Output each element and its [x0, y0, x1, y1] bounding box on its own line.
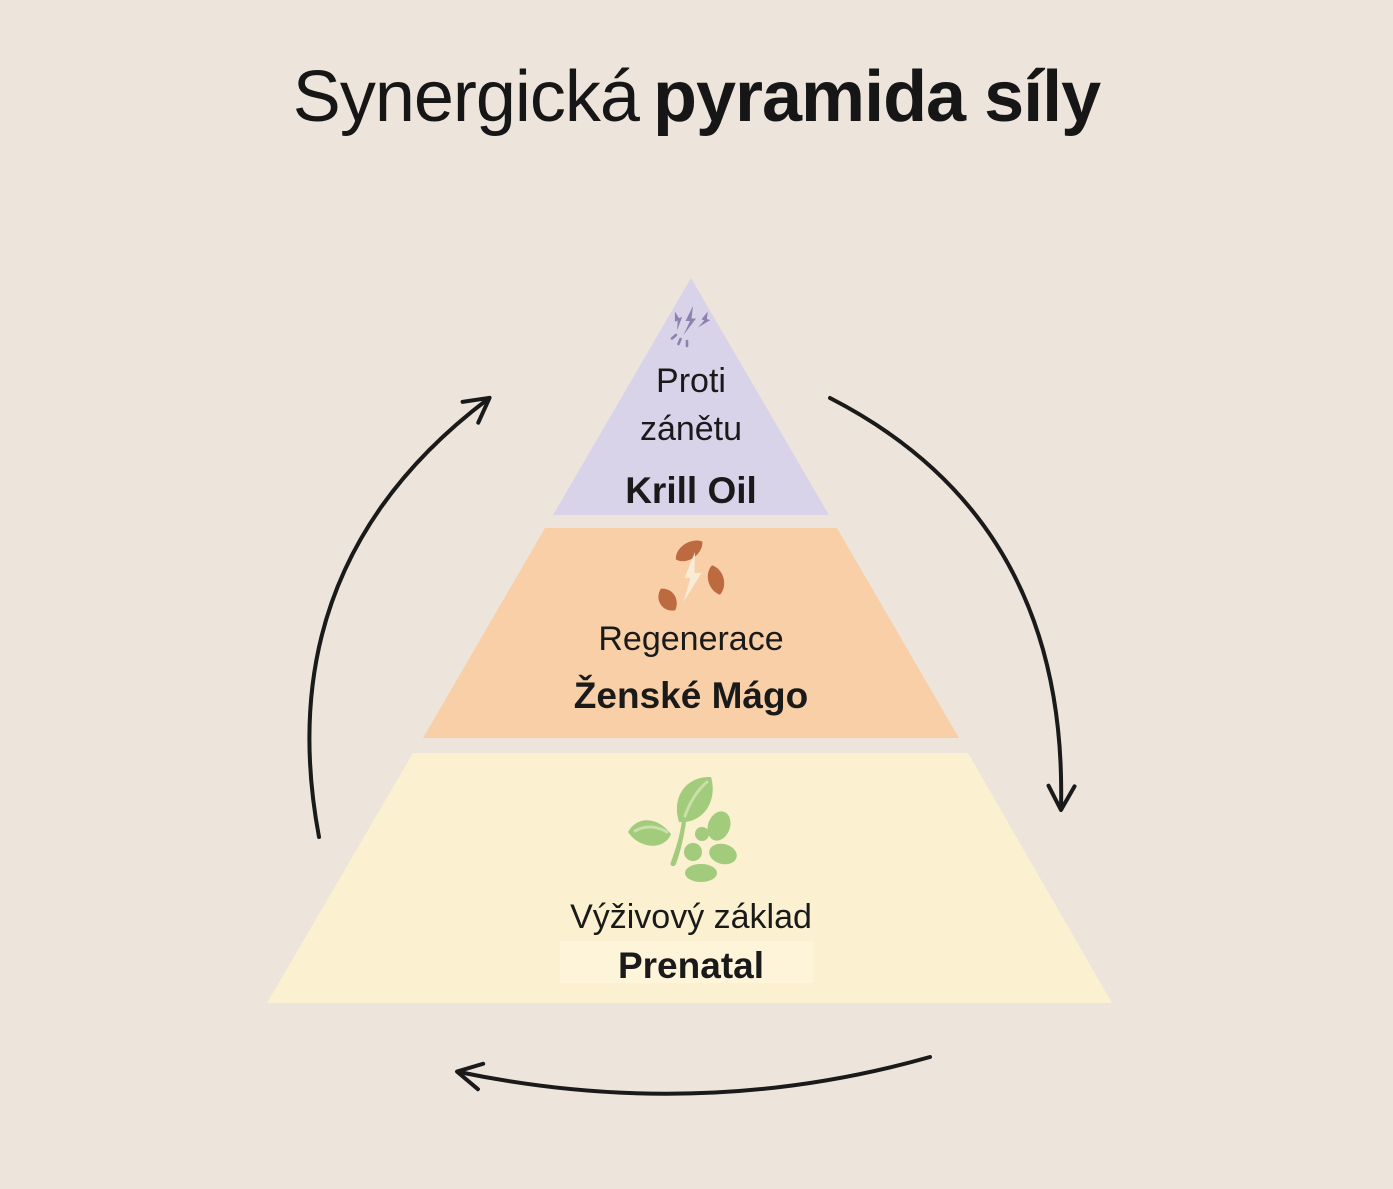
regeneration-leaves-bolt-icon	[648, 540, 734, 612]
inflammation-lightning-icon	[664, 304, 718, 350]
tier-label-top: Proti zánětu	[639, 362, 743, 448]
pyramid-tier-top-shape	[553, 278, 829, 515]
tier-product-top: Krill Oil	[625, 470, 757, 512]
prenatal-highlight	[560, 941, 813, 983]
tier-label-middle: Regenerace	[598, 620, 784, 658]
tier-product-bottom: Prenatal	[617, 944, 764, 986]
cycle-arrow-left-up	[307, 395, 492, 839]
page-title-light: Synergická	[292, 57, 640, 137]
tier-top-content: Proti zánětu Krill Oil	[541, 304, 841, 514]
cycle-arrow-bottom-left	[455, 1055, 932, 1096]
pyramid-tier-middle-shape	[423, 528, 959, 738]
page-title-bold: pyramida síly	[652, 57, 1101, 137]
tier-product-middle: Ženské Mágo	[573, 674, 809, 716]
sprout-seeds-icon	[625, 772, 757, 884]
tier-label-bottom: Výživový základ	[570, 898, 812, 936]
cycle-arrow-right-down	[828, 396, 1077, 812]
tier-middle-content: Regenerace Ženské Mágo	[491, 540, 891, 718]
tier-bottom-content: Výživový základ Prenatal	[441, 772, 941, 988]
